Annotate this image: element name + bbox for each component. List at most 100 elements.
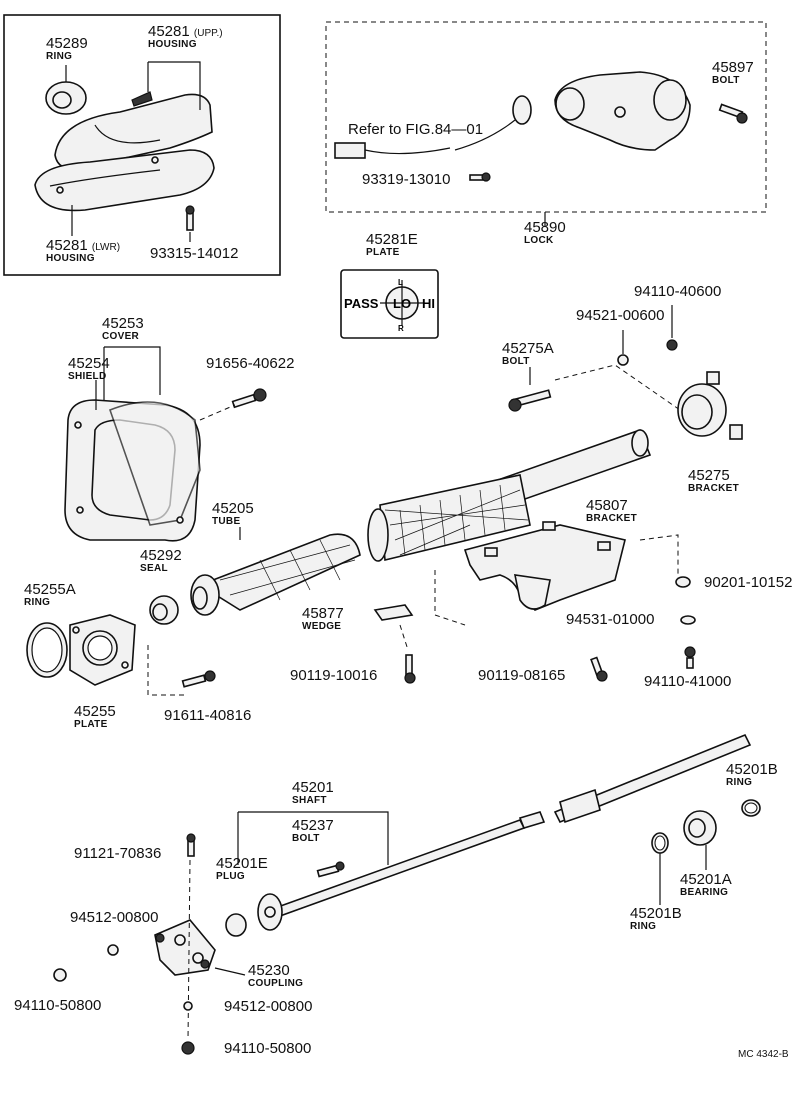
part-number: 94512-00800 [70,909,159,926]
part-name: BRACKET [688,483,739,494]
label-washer-94521: 94521-00600 [576,308,664,323]
tube-45205-drawing [190,428,652,616]
part-number: 45275 [688,467,730,484]
label-nut-94110-41000: 94110-41000 [644,674,731,689]
lower-housing-drawing [34,149,215,236]
part-number: 45255 [74,703,116,720]
part-number: 45230 [248,962,290,979]
refer-to-figure-text: Refer to FIG.84—01 [348,121,484,138]
part-number: 45807 [586,497,628,514]
part-number: 45292 [140,547,182,564]
part-name: SHAFT [292,795,327,806]
part-name: COUPLING [248,978,304,989]
label-tube-45205: 45205 TUBE [212,501,254,527]
label-cover-45253: 45253 COVER [102,316,144,342]
part-name: WEDGE [302,621,342,632]
label-bolt-45237: 45237 BOLT [292,818,334,844]
wedge-bolts-group [181,576,696,688]
label-nut-94110-40600: 94110-40600 [634,284,721,299]
part-number: 91121-70836 [74,845,162,862]
part-number: 45877 [302,605,344,622]
label-nut-94110-50800-left: 94110-50800 [14,998,101,1013]
label-ring-45289: 45289 RING [46,36,88,62]
part-number: 91656-40622 [206,355,295,372]
label-plate-45281e: 45281E PLATE [366,232,418,258]
label-ring-45201b-bottom: 45201B RING [630,906,682,932]
part-name: RING [46,51,73,62]
part-number: 94521-00600 [576,307,665,324]
cover-shield-drawing [64,346,201,542]
part-number: 45201 [292,779,334,796]
housing-box [3,14,281,276]
part-name: BOLT [502,356,530,367]
bolt-91656-drawing [199,388,267,421]
label-washer-90201: 90201-10152 [704,575,792,590]
part-name: BRACKET [586,513,637,524]
label-bolt-91121: 91121-70836 [74,846,161,861]
part-number: 45289 [46,35,88,52]
label-bracket-45275: 45275 BRACKET [688,468,739,494]
bracket-45807-drawing [434,521,679,626]
label-bracket-45807: 45807 BRACKET [586,498,637,524]
label-plate-45255: 45255 PLATE [74,704,116,730]
bracket-45275-group [508,305,743,440]
part-number: 45253 [102,315,144,332]
label-shaft-45201: 45201 SHAFT [292,780,334,806]
part-number: 45255A [24,581,76,598]
screw-93315-drawing [185,205,195,242]
part-number: 93319-13010 [362,171,451,188]
part-name: COVER [102,331,140,342]
part-name: BOLT [712,75,740,86]
label-lock-45890: 45890 LOCK [524,220,566,246]
part-number: 90119-08165 [478,667,566,684]
label-bolt-90119-08165: 90119-08165 [478,668,565,683]
part-number: 45254 [68,355,110,372]
seal-plate-group [26,595,185,696]
plate-lo-text: LO [393,296,411,311]
part-name: RING [630,921,657,932]
label-bolt-45275a: 45275A BOLT [502,341,554,367]
part-name: HOUSING [46,253,95,264]
label-washer-94512-bottom: 94512-00800 [224,999,312,1014]
part-number: 94110-50800 [224,1040,312,1057]
part-number: 94110-40600 [634,283,722,300]
part-note: (UPP.) [193,28,223,39]
part-number: 45205 [212,500,254,517]
part-number: 93315-14012 [150,245,239,262]
part-name: RING [726,777,753,788]
part-number: 45201B [630,905,682,922]
label-washer-94531: 94531-01000 [566,612,654,627]
label-screw-93315: 93315-14012 [150,246,238,261]
lock-box [325,21,767,226]
plate-l-text: L [398,278,403,287]
part-name: PLATE [74,719,108,730]
coupling-45230-drawing [53,833,246,1055]
part-number: 45281 [46,237,88,254]
plate-pass-text: PASS [344,296,379,311]
part-name: PLATE [366,247,400,258]
part-number: 94110-41000 [644,673,732,690]
part-name: HOUSING [148,39,197,50]
label-washer-94512-top: 94512-00800 [70,910,158,925]
label-housing-lower: 45281 (LWR) HOUSING [46,238,120,264]
part-number: 45281 [148,23,190,40]
label-coupling-45230: 45230 COUPLING [248,963,303,989]
part-number: 45890 [524,219,566,236]
ring-45289-drawing [45,65,87,115]
label-bolt-91656: 91656-40622 [206,356,294,371]
shaft-45201-drawing [225,733,761,937]
catalog-code: MC 4342-B [738,1049,789,1060]
part-name: PLUG [216,871,245,882]
part-number: 94531-01000 [566,611,655,628]
label-wedge-45877: 45877 WEDGE [302,606,344,632]
plate-hi-text: HI [422,296,435,311]
part-number: 45237 [292,817,334,834]
label-ring-45255a: 45255A RING [24,582,76,608]
part-name: SHIELD [68,371,107,382]
part-number: 90119-10016 [290,667,378,684]
part-name: BOLT [292,833,320,844]
part-note: (LWR) [91,242,121,253]
label-bearing-45201a: 45201A BEARING [680,872,732,898]
part-number: 94110-50800 [14,997,102,1014]
label-screw-93319: 93319-13010 [362,172,450,187]
